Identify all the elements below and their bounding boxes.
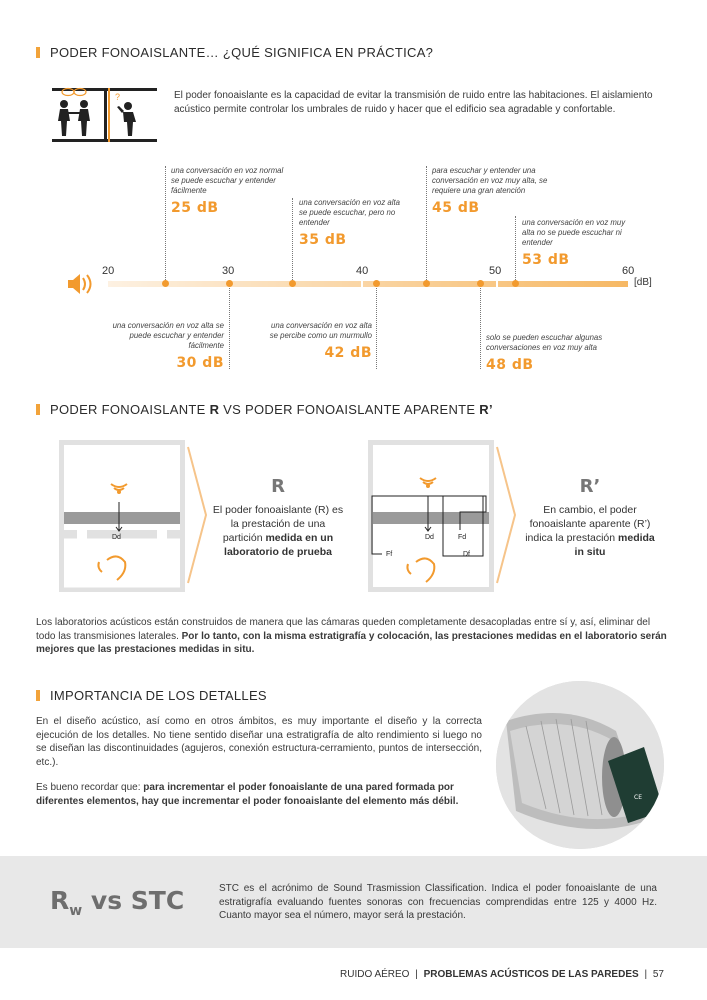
svg-text:CE: CE <box>634 794 642 801</box>
scale-note-48: solo se pueden escuchar algunas conversa… <box>486 333 603 373</box>
scale-dot-53 <box>512 280 519 287</box>
guide-line <box>376 284 377 369</box>
r-heading: R <box>271 476 285 497</box>
rp-description: En cambio, el poder fonoaislante aparent… <box>525 504 655 558</box>
tick-50: 50 <box>489 265 502 277</box>
r-description: El poder fonoaislante (R) es la prestaci… <box>212 504 344 558</box>
title-marker <box>36 690 40 701</box>
speaker-icon <box>68 274 92 294</box>
scale-note-53: una conversación en voz muy alta no se p… <box>522 218 626 268</box>
tick-60: 60 <box>622 265 635 277</box>
title-marker <box>36 47 40 58</box>
stc-description: STC es el acrónimo de Sound Trasmission … <box>219 883 657 921</box>
page-footer: RUIDO AÉREO | PROBLEMAS ACÚSTICOS DE LAS… <box>340 969 664 980</box>
scale-dot-35 <box>289 280 296 287</box>
guide-line <box>515 216 516 284</box>
rw-vs-stc-title: Rw vs STC <box>50 886 185 919</box>
section-title-3: IMPORTANCIA DE LOS DETALLES <box>36 688 267 703</box>
guide-line <box>292 198 293 284</box>
label-df: Df <box>463 551 470 558</box>
unit-label: [dB] <box>634 277 652 288</box>
svg-text:?: ? <box>115 92 120 102</box>
details-paragraph-2: Es bueno recordar que: para incrementar … <box>36 782 459 807</box>
rw-stc-banner <box>0 856 707 948</box>
label-dd-insitu: Dd <box>425 534 434 541</box>
label-dd-lab: Dd <box>112 534 121 541</box>
scale-dot-30 <box>226 280 233 287</box>
insitu-diagram <box>368 440 494 592</box>
people-illustration: ? <box>52 87 157 142</box>
scale-dot-45 <box>423 280 430 287</box>
section-title-1: PODER FONOAISLANTE… ¿QUÉ SIGNIFICA EN PR… <box>36 45 433 60</box>
scale-note-42: una conversación en voz alta se percibe … <box>269 321 372 361</box>
guide-line <box>165 166 166 284</box>
lab-diagram <box>59 440 185 592</box>
lab-paragraph: Los laboratorios acústicos están constru… <box>36 617 667 655</box>
scale-dot-42 <box>373 280 380 287</box>
intro-text: El poder fonoaislante es la capacidad de… <box>174 90 653 115</box>
tape-roll-image: CE <box>496 681 664 849</box>
db-scale-bar <box>108 281 628 287</box>
tape-roll-photo: CE <box>496 681 664 849</box>
section-title-2: PODER FONOAISLANTE R VS PODER FONOAISLAN… <box>36 402 493 417</box>
scale-note-35: una conversación en voz alta se puede es… <box>299 198 400 248</box>
label-fd: Fd <box>458 534 467 541</box>
rp-heading: R’ <box>579 476 601 497</box>
tick-20: 20 <box>102 265 115 277</box>
chevron-right-icon <box>187 446 208 584</box>
tick-30: 30 <box>222 265 235 277</box>
scale-divider <box>361 279 363 289</box>
scale-dot-48 <box>477 280 484 287</box>
scale-dot-25 <box>162 280 169 287</box>
label-ff: Ff <box>386 551 393 558</box>
page-number: 57 <box>652 969 664 980</box>
chevron-right-icon <box>496 446 517 584</box>
scale-note-30: una conversación en voz alta se puede es… <box>112 321 224 371</box>
scale-divider <box>496 279 498 289</box>
title-marker <box>36 404 40 415</box>
guide-line <box>229 284 230 369</box>
guide-line <box>426 166 427 284</box>
scale-note-25: una conversación en voz normal se puede … <box>171 166 284 216</box>
tick-40: 40 <box>356 265 369 277</box>
scale-note-45: para escuchar y entender una conversació… <box>432 166 548 216</box>
guide-line <box>480 284 481 369</box>
details-paragraph-1: En el diseño acústico, así como en otros… <box>36 716 482 768</box>
